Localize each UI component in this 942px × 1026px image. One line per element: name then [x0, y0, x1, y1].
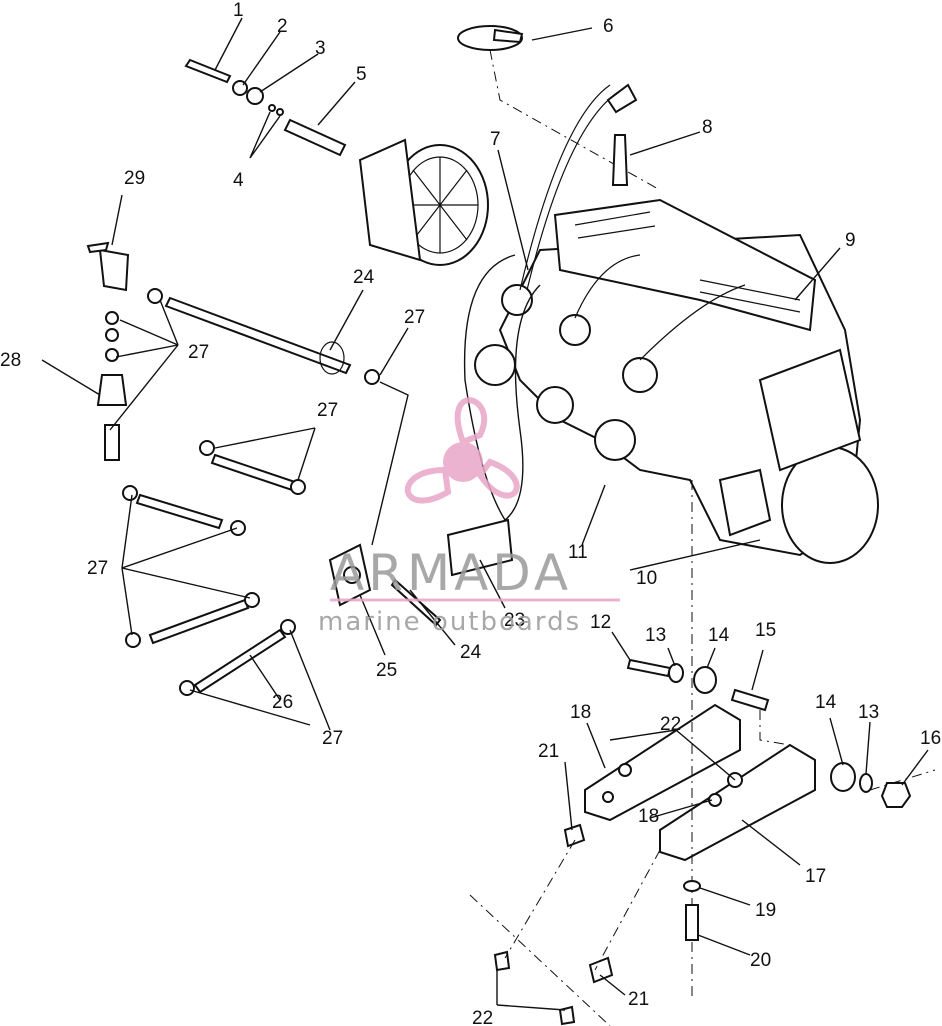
label-23: 23 — [504, 610, 525, 631]
label-22b: 22 — [472, 1008, 493, 1026]
fuel-hoses — [122, 296, 409, 696]
label-24: 24 — [353, 267, 375, 288]
label-7: 7 — [490, 129, 501, 150]
fuel-cap — [457, 25, 661, 191]
label-13b: 13 — [858, 702, 879, 723]
label-27e: 27 — [322, 728, 343, 749]
label-21: 21 — [538, 741, 559, 762]
label-29: 29 — [124, 168, 145, 189]
label-5: 5 — [356, 64, 367, 85]
label-3: 3 — [315, 38, 326, 59]
label-18b: 18 — [638, 806, 659, 827]
label-9: 9 — [845, 230, 856, 251]
engine-mount-bracket — [584, 480, 816, 1000]
bolt-washer-set — [184, 58, 284, 116]
label-25: 25 — [376, 660, 397, 681]
mount-hardware — [626, 658, 936, 808]
label-20: 20 — [750, 950, 771, 971]
label-2: 2 — [277, 16, 288, 37]
label-4: 4 — [233, 170, 244, 191]
label-6: 6 — [603, 16, 614, 37]
label-21b: 21 — [628, 989, 649, 1010]
label-27: 27 — [188, 342, 209, 363]
label-10: 10 — [636, 568, 657, 589]
leader-lines — [41, 17, 929, 1011]
drive-clutch — [283, 118, 489, 266]
label-1: 1 — [233, 0, 244, 21]
engine-assembly — [463, 84, 879, 564]
label-14b: 14 — [815, 692, 837, 713]
watermark: ARMADA marine outboards — [318, 397, 620, 637]
label-17: 17 — [805, 866, 826, 887]
lower-hardware — [469, 823, 701, 1026]
watermark-brand: ARMADA — [330, 544, 572, 602]
label-26: 26 — [272, 692, 293, 713]
label-8: 8 — [702, 117, 713, 138]
label-27c: 27 — [317, 400, 338, 421]
label-22: 22 — [660, 714, 681, 735]
label-18: 18 — [570, 702, 591, 723]
label-11: 11 — [568, 542, 588, 563]
label-27b: 27 — [404, 307, 425, 328]
watermark-tagline: marine outboards — [318, 607, 581, 637]
label-19: 19 — [755, 900, 776, 921]
fuel-tee-fitting — [328, 543, 442, 627]
label-12: 12 — [590, 612, 611, 633]
spark-plug — [606, 83, 638, 186]
label-24b: 24 — [460, 642, 482, 663]
label-15: 15 — [755, 620, 776, 641]
foam-block — [446, 518, 514, 577]
label-13: 13 — [645, 625, 666, 646]
propeller-logo-icon — [404, 397, 520, 504]
label-16: 16 — [920, 728, 941, 749]
fuel-pump — [86, 241, 163, 461]
label-28: 28 — [0, 350, 21, 371]
label-27d: 27 — [87, 558, 108, 579]
label-14: 14 — [708, 625, 730, 646]
